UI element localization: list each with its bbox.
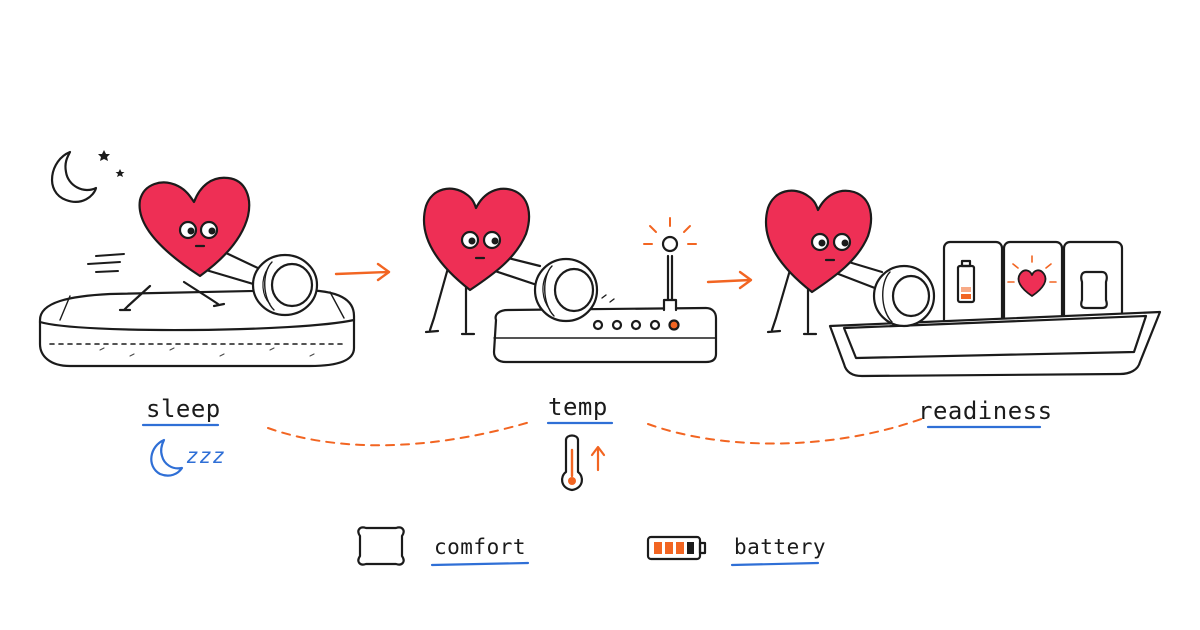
ring-icon [872,264,936,328]
arrow-up-icon [590,445,606,472]
heart-character-temp [422,187,542,336]
ring-icon [251,253,319,317]
legend-battery-label: battery [734,535,827,559]
label-underlines [141,421,1042,567]
pillow-icon [1080,270,1108,310]
legend-comfort-label: comfort [434,535,527,559]
heart-icon [1007,255,1057,297]
moon-icon [50,150,98,203]
tray [828,310,1162,378]
pillow-icon [357,526,405,566]
arrow-right-icon [334,262,391,282]
heart-character-sleep [118,176,264,312]
readiness-cards [942,240,1124,332]
arrow-right-icon [706,270,753,290]
ring-icon [533,257,599,323]
sleep-moon-icon [150,438,184,477]
temperature-device [492,217,718,364]
battery-icon [646,535,707,561]
battery-card-icon [956,259,976,304]
heart-character-readiness [764,189,884,336]
motion-lines [87,253,125,273]
sleep-label: sleep [146,395,221,423]
readiness-label: readiness [918,397,1053,425]
zzz-label: zzz [186,444,226,468]
temp-label: temp [548,393,608,421]
star-icon [98,150,125,177]
dashed-connectors [267,417,925,447]
thermometer-icon [560,434,584,492]
